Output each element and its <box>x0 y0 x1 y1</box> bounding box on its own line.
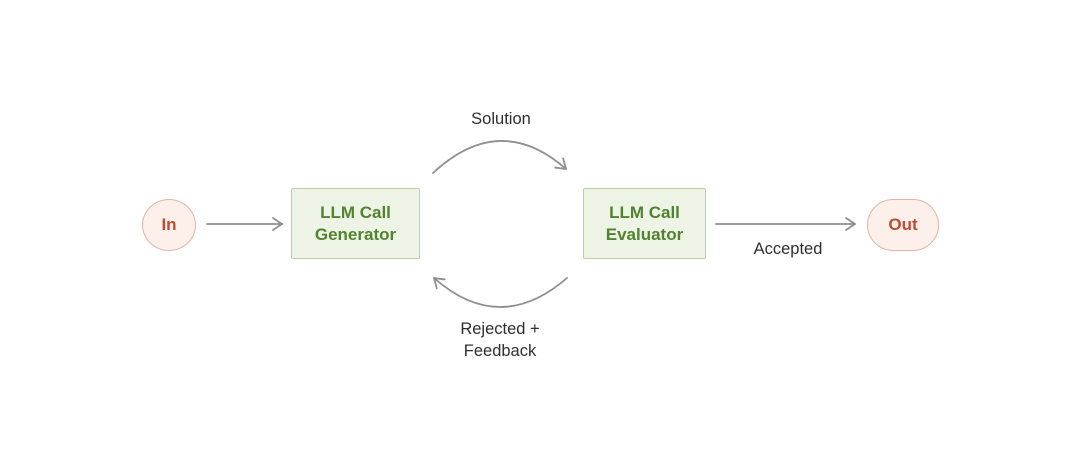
node-out: Out <box>867 199 939 251</box>
node-in: In <box>142 199 196 251</box>
node-out-label: Out <box>888 215 918 234</box>
arrow-solution-arc <box>432 140 567 174</box>
arrow-rejected-arc <box>433 277 568 308</box>
edge-label-rejected-line1: Rejected + <box>460 320 540 338</box>
edge-label-rejected: Rejected + Feedback <box>400 318 600 362</box>
node-generator-label: LLM Call Generator <box>314 202 397 244</box>
edge-label-solution: Solution <box>471 110 531 128</box>
node-evaluator-label: LLM Call Evaluator <box>605 202 684 244</box>
edge-label-accepted: Accepted <box>753 240 823 258</box>
node-in-label: In <box>161 215 177 234</box>
node-llm-call-generator: LLM Call Generator <box>291 188 420 259</box>
edge-label-rejected-line2: Feedback <box>463 342 537 360</box>
node-llm-call-evaluator: LLM Call Evaluator <box>583 188 706 259</box>
